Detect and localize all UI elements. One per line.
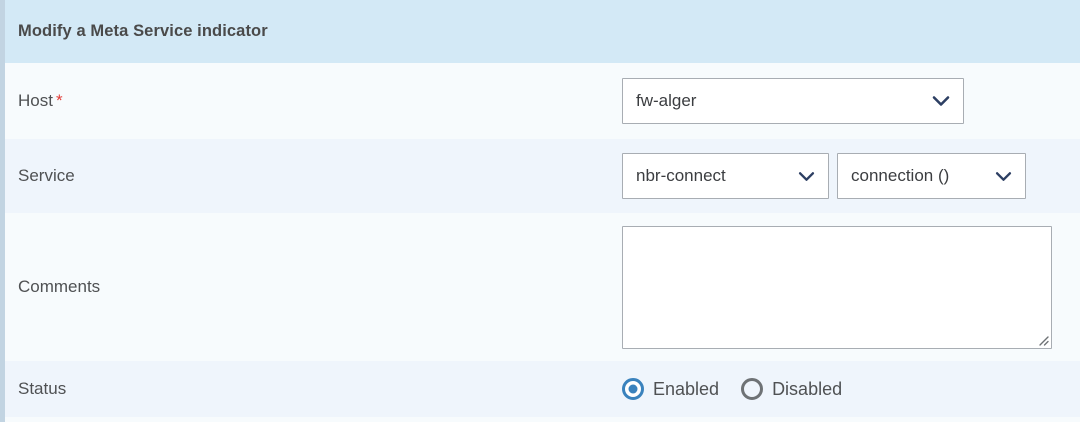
host-label: Host*	[18, 91, 622, 111]
form-row-service: Service nbr-connect connection ()	[5, 139, 1080, 213]
service-label: Service	[18, 165, 75, 185]
form-row-comments: Comments	[5, 213, 1080, 361]
status-label: Status	[18, 378, 67, 398]
radio-selected-icon[interactable]	[622, 378, 644, 400]
comments-label: Comments	[18, 276, 101, 296]
form-row-host: Host* fw-alger	[5, 63, 1080, 139]
page-title: Modify a Meta Service indicator	[18, 22, 268, 40]
chevron-down-icon	[995, 154, 1012, 198]
status-option-disabled[interactable]: Disabled	[741, 378, 842, 400]
comments-textarea[interactable]	[623, 226, 1051, 348]
form-row-status: Status Enabled Disabled	[5, 361, 1080, 417]
service-control: nbr-connect connection ()	[622, 153, 1080, 199]
host-label-text: Host	[18, 90, 53, 110]
metric-select[interactable]: connection ()	[837, 153, 1026, 199]
host-select-value: fw-alger	[636, 91, 697, 110]
chevron-down-icon	[932, 79, 950, 123]
chevron-down-icon	[798, 154, 815, 198]
comments-control	[622, 225, 1080, 349]
status-option-disabled-label: Disabled	[772, 378, 843, 399]
required-asterisk: *	[55, 90, 63, 110]
status-control: Enabled Disabled	[622, 378, 1080, 400]
status-radio-group: Enabled Disabled	[622, 378, 864, 400]
status-option-enabled[interactable]: Enabled	[622, 378, 719, 400]
status-option-enabled-label: Enabled	[653, 378, 720, 399]
service-select[interactable]: nbr-connect	[622, 153, 829, 199]
radio-unselected-icon[interactable]	[741, 378, 764, 400]
panel-header: Modify a Meta Service indicator	[5, 0, 1080, 63]
metric-select-value: connection ()	[851, 166, 950, 185]
service-select-value: nbr-connect	[636, 166, 726, 185]
comments-textarea-wrapper[interactable]	[622, 225, 1052, 349]
host-control: fw-alger	[622, 78, 1080, 124]
host-select[interactable]: fw-alger	[622, 78, 964, 124]
